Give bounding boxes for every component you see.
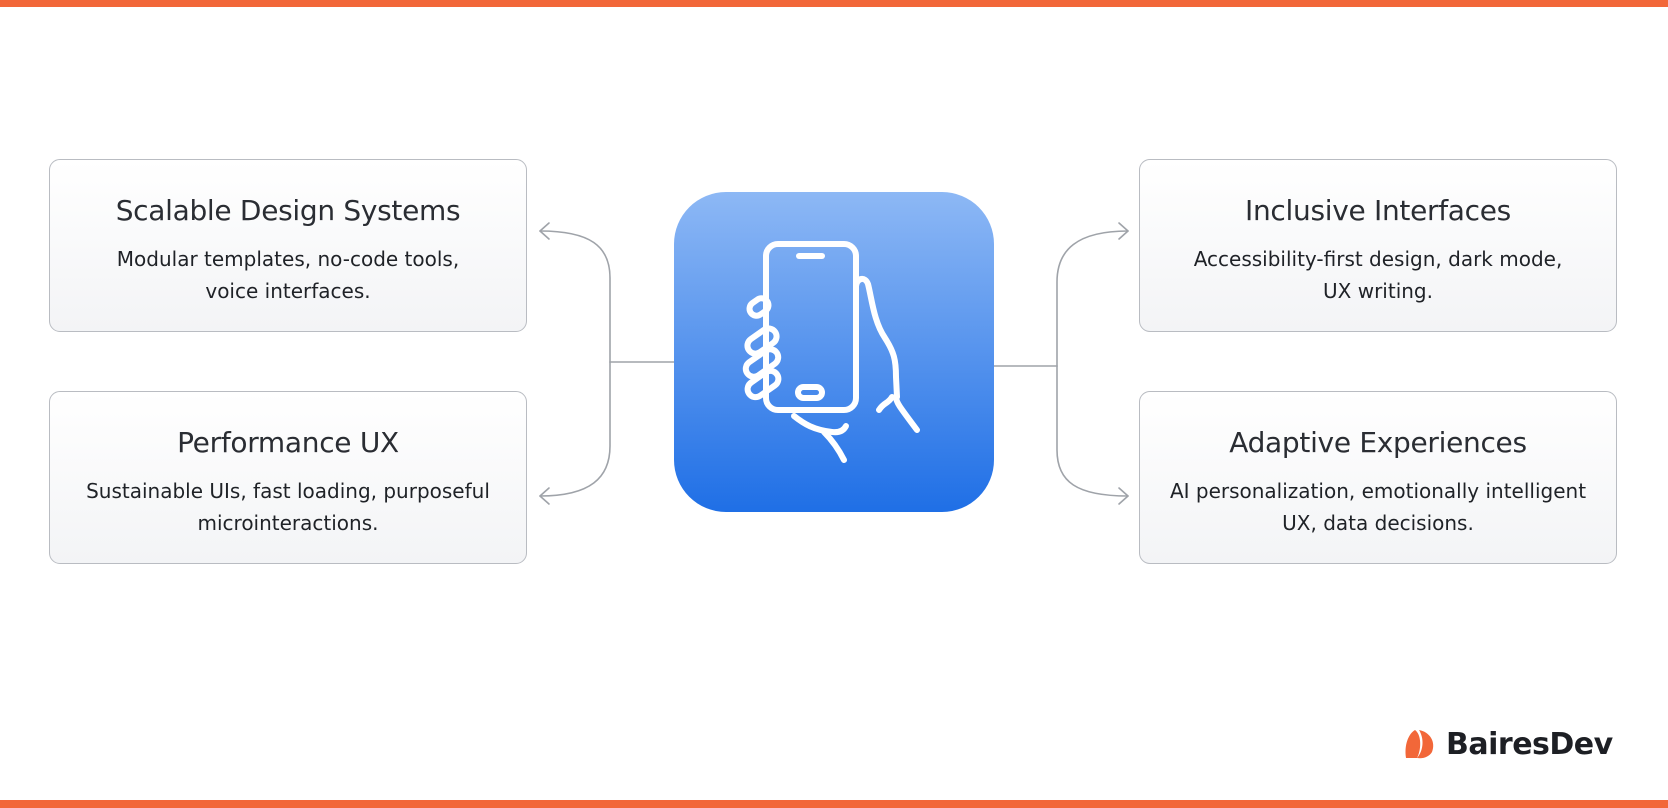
card-title: Performance UX (177, 426, 399, 459)
card-description-line: UX writing. (1323, 279, 1433, 303)
card-description-line: UX, data decisions. (1282, 511, 1474, 535)
card-inclusive-interfaces: Inclusive Interfaces Accessibility-first… (1139, 159, 1617, 332)
card-description-line: Sustainable UIs, fast loading, purposefu… (86, 479, 490, 503)
card-title: Inclusive Interfaces (1245, 194, 1511, 227)
connector-right-branch-bottom (1056, 365, 1129, 497)
connector-right-branch-top (1056, 230, 1129, 367)
center-icon-tile (674, 192, 994, 512)
top-accent-bar (0, 0, 1668, 7)
arrow-left-bottom-icon (539, 487, 550, 505)
bottom-accent-bar (0, 800, 1668, 808)
connector-left-branch-top (539, 230, 611, 363)
bairesdev-logo: BairesDev (1402, 724, 1613, 764)
arrow-right-top-icon (1118, 222, 1129, 240)
card-adaptive-experiences: Adaptive Experiences AI personalization,… (1139, 391, 1617, 564)
card-performance-ux: Performance UX Sustainable UIs, fast loa… (49, 391, 527, 564)
brand-name: BairesDev (1446, 726, 1613, 762)
arrow-right-bottom-icon (1118, 487, 1129, 505)
card-description-line: voice interfaces. (205, 279, 371, 303)
hand-holding-phone-icon (674, 192, 994, 512)
card-description-line: Modular templates, no-code tools, (116, 247, 460, 271)
card-description-line: AI personalization, emotionally intellig… (1169, 479, 1587, 503)
card-scalable-design-systems: Scalable Design Systems Modular template… (49, 159, 527, 332)
connector-left-branch-bottom (539, 361, 611, 497)
card-description: Accessibility-first design, dark mode, U… (1160, 243, 1596, 307)
card-description-line: microinteractions. (197, 511, 379, 535)
card-description: Sustainable UIs, fast loading, purposefu… (70, 475, 506, 539)
card-description-line: Accessibility-first design, dark mode, (1193, 247, 1563, 271)
arrow-left-top-icon (539, 222, 550, 240)
card-description: AI personalization, emotionally intellig… (1160, 475, 1596, 539)
card-title: Scalable Design Systems (115, 194, 461, 227)
bairesdev-logo-icon (1405, 730, 1434, 759)
card-description: Modular templates, no-code tools, voice … (70, 243, 506, 307)
card-title: Adaptive Experiences (1229, 426, 1527, 459)
